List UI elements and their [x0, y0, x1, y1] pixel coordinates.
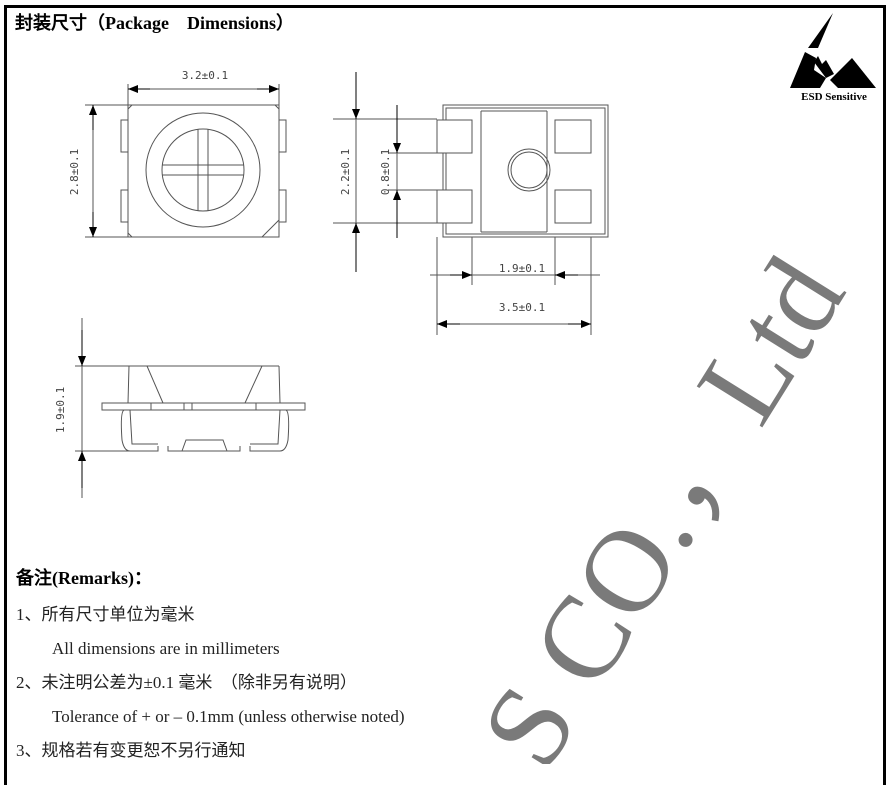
dim-bottom-inner-width: 1.9±0.1: [499, 262, 545, 275]
dim-bottom-width: 3.5±0.1: [499, 301, 545, 314]
top-view: [85, 84, 287, 238]
package-drawings: 3.2±0.1 2.8±0.1 2.2±0.1 0.8±0.1 1.9±0.1 …: [54, 13, 876, 498]
remarks-section: 备注(Remarks)： 1、所有尺寸单位为毫米 All dimensions …: [16, 564, 405, 768]
dim-top-width: 3.2±0.1: [182, 69, 228, 82]
dim-top-height: 2.8±0.1: [68, 149, 81, 195]
remarks-heading: 备注(Remarks)：: [16, 568, 152, 588]
remark-3-zh: 3、规格若有变更恕不另行通知: [16, 741, 246, 760]
remark-1-zh: 1、所有尺寸单位为毫米: [16, 605, 195, 624]
bottom-view: [333, 104, 609, 335]
side-view: [75, 318, 306, 498]
remark-1-en: All dimensions are in millimeters: [52, 639, 280, 658]
dim-side-height: 1.9±0.1: [54, 387, 67, 433]
remark-2-zh: 2、未注明公差为±0.1 毫米 （除非另有说明）: [16, 673, 357, 692]
dim-bottom-outer-height: 2.2±0.1: [339, 149, 352, 195]
esd-sensitive-logo: ESD Sensitive: [790, 13, 876, 103]
esd-label: ESD Sensitive: [801, 91, 867, 103]
dim-bottom-pad-gap: 0.8±0.1: [379, 149, 392, 195]
remark-2-en: Tolerance of + or – 0.1mm (unless otherw…: [52, 707, 405, 726]
section-title: 封装尺寸（Package Dimensions）: [15, 13, 294, 33]
page-frame: [4, 5, 886, 785]
